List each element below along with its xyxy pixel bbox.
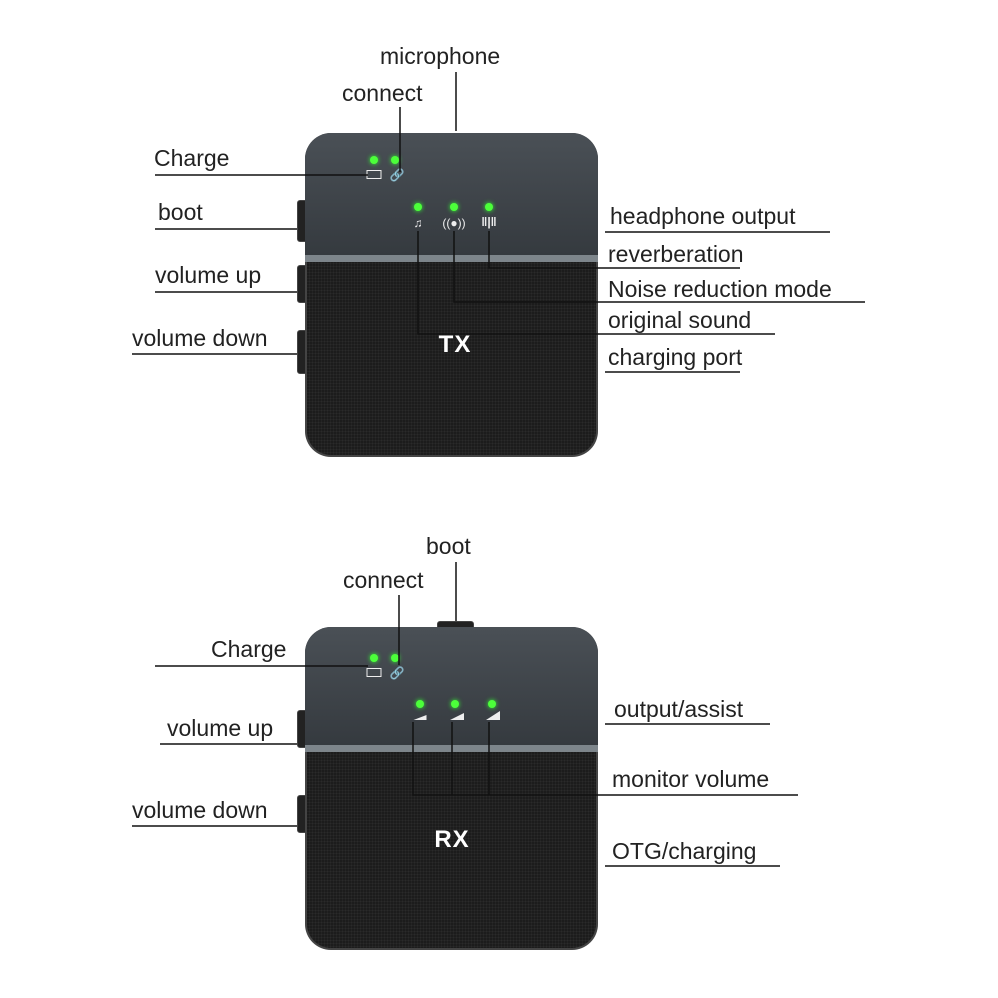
rx-connect-led	[391, 654, 399, 662]
rx-otg-charging-label: OTG/charging	[612, 838, 757, 864]
tx-connect-label: connect	[342, 80, 423, 106]
rx-volume-down-label: volume down	[132, 797, 268, 823]
battery-icon	[366, 668, 382, 677]
rx-output-assist-label: output/assist	[614, 696, 744, 722]
tx-connect-led	[391, 156, 399, 164]
tx-charge-led	[370, 156, 378, 164]
rx-led-3	[488, 700, 496, 708]
rx-charge-led	[370, 654, 378, 662]
rx-device-label: RX	[434, 826, 470, 853]
rx-led-1	[416, 700, 424, 708]
tx-led-reverb	[485, 203, 493, 211]
tx-noise-reduction-label: Noise reduction mode	[608, 276, 832, 302]
rx-volume-up-label: volume up	[167, 715, 274, 741]
tx-device: 🔗 ♫ ((●)) ‖|‖ TX	[305, 133, 598, 457]
link-icon: 🔗	[389, 666, 405, 680]
tx-charge-label: Charge	[154, 145, 230, 171]
waveform-icon: ‖|‖	[481, 215, 497, 229]
tx-charging-port-label: charging port	[608, 344, 743, 370]
tx-microphone-label: microphone	[380, 43, 501, 69]
volume-level-icon	[450, 713, 464, 720]
rx-charge-label: Charge	[211, 636, 287, 662]
tx-volume-up-label: volume up	[155, 262, 262, 288]
tx-headphone-output-label: headphone output	[610, 203, 796, 229]
rx-led-2	[451, 700, 459, 708]
tx-top-panel	[305, 133, 598, 262]
rx-connect-label: connect	[343, 567, 424, 593]
tx-original-sound-label: original sound	[608, 307, 752, 333]
tx-boot-label: boot	[158, 199, 203, 225]
volume-level-icon	[413, 715, 427, 720]
broadcast-icon: ((●))	[442, 216, 466, 230]
tx-led-noise	[450, 203, 458, 211]
tx-reverberation-label: reverberation	[608, 241, 744, 267]
tx-led-original	[414, 203, 422, 211]
rx-boot-label: boot	[426, 533, 471, 559]
rx-monitor-volume-label: monitor volume	[612, 766, 770, 792]
tx-device-label: TX	[438, 331, 472, 358]
volume-level-icon	[486, 711, 500, 720]
tx-volume-down-label: volume down	[132, 325, 268, 351]
music-note-icon: ♫	[413, 216, 423, 230]
